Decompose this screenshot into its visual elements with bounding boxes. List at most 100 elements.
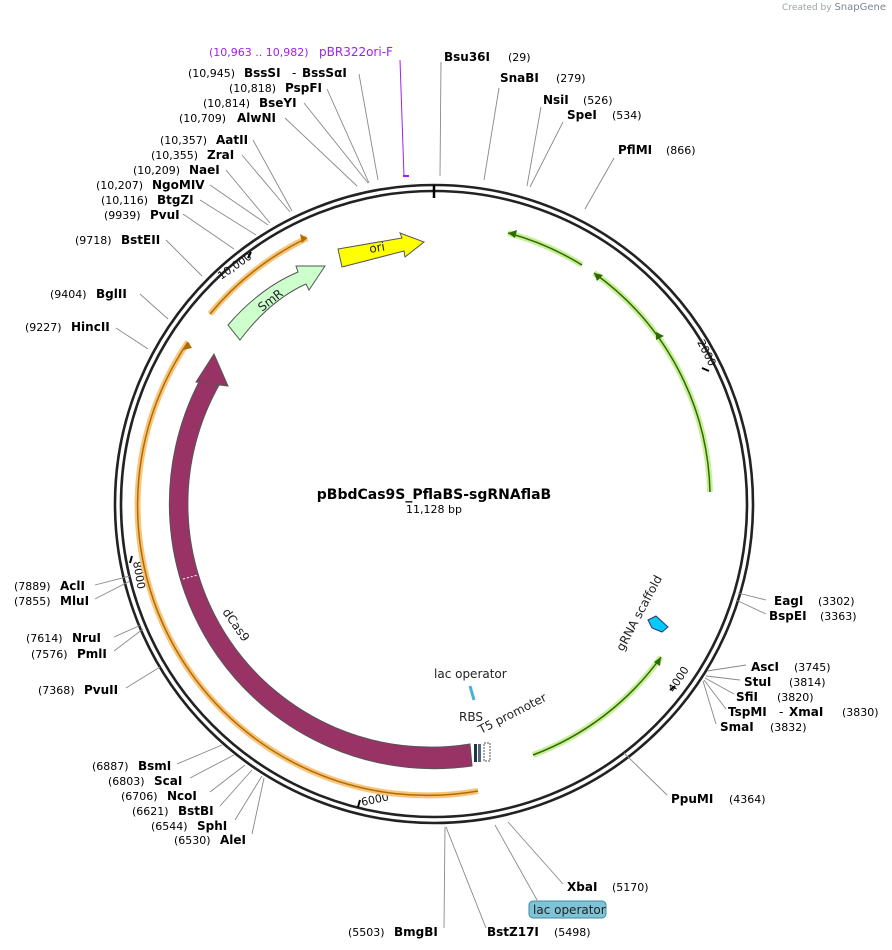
site-acli-pos: (7889)	[14, 580, 51, 593]
site-pvuii-pos: (7368)	[38, 684, 75, 697]
site-tspmi-name: TspMI	[728, 705, 767, 719]
site-bstbi-name: BstBI	[178, 804, 214, 818]
site-hincii-name: HincII	[71, 320, 110, 334]
tick-8000-mark	[129, 555, 133, 564]
lac-operator-box-label: lac operator	[533, 903, 606, 917]
dcas9-segment-break-1	[182, 574, 199, 580]
site-bsu36i-name: Bsu36I	[444, 50, 490, 64]
site-bsmi-pos: (6887)	[92, 760, 129, 773]
site-naei-name: NaeI	[189, 163, 220, 177]
site-smai-name: SmaI	[720, 720, 754, 734]
site-ncoi-pos: (6706)	[121, 790, 158, 803]
site-naei-pos: (10,209)	[133, 164, 180, 177]
green-arc-3-arrowhead	[654, 657, 661, 666]
lac-operator-box	[528, 900, 607, 919]
tick-4000-label: 4000	[666, 664, 692, 695]
tick-10000-mark	[247, 251, 252, 259]
site-bstz17i-pos: (5498)	[554, 926, 591, 939]
site-mlui-name: MluI	[60, 594, 89, 608]
site-nsii-name: NsiI	[543, 93, 569, 107]
site-ngomiv-name: NgoMIV	[152, 178, 205, 192]
green-arc-2-arrowhead	[594, 273, 603, 281]
site-btgzi-pos: (10,116)	[101, 194, 148, 207]
site-pvui-name: PvuI	[150, 208, 180, 222]
site-acli-name: AclI	[60, 579, 85, 593]
site-zrai-pos: (10,355)	[151, 149, 198, 162]
site-bsssi-name: BssSI	[244, 66, 281, 80]
site-xbai-name: XbaI	[567, 880, 597, 894]
site-bsu36i-pos: (29)	[508, 51, 531, 64]
site-bstz17i-name: BstZ17I	[487, 925, 539, 939]
credit-prefix: Created by	[782, 3, 832, 13]
green-arc-2-glow	[592, 270, 713, 493]
site-bsteii-pos: (9718)	[75, 234, 112, 247]
green-arc-2-mid-arrowhead	[656, 332, 664, 340]
site-bstbi-pos: (6621)	[132, 805, 169, 818]
snapgene-credit: Created by SnapGene	[782, 2, 886, 13]
site-sphi-pos: (6544)	[151, 820, 188, 833]
snapgene-logo: SnapGene	[834, 2, 886, 13]
site-aatii-name: AatII	[216, 133, 248, 147]
site-pvuii-name: PvuII	[84, 683, 118, 697]
rbs-block-1	[474, 744, 477, 762]
site-pspfi-name: PspFI	[285, 81, 322, 95]
site-bsssi-dash: -	[292, 66, 296, 80]
grna-scaffold-label: gRNA scaffold	[613, 573, 665, 653]
lac-operator-label: lac operator	[434, 667, 507, 681]
site-snabi-pos: (279)	[556, 72, 586, 85]
site-aatii-pos: (10,357)	[160, 134, 207, 147]
site-xmai-name: XmaI	[789, 705, 823, 719]
site-alwni-name: AlwNI	[237, 111, 276, 125]
primer-range: (10,963 .. 10,982)	[209, 46, 309, 59]
site-stui-name: StuI	[744, 675, 771, 689]
site-hincii-pos: (9227)	[25, 321, 62, 334]
site-nrui-name: NruI	[72, 631, 101, 645]
green-arc-1-arrowhead	[508, 230, 517, 238]
site-pvui-pos: (9939)	[104, 209, 141, 222]
site-ppumi-name: PpuMI	[671, 792, 713, 806]
orange-arc-large	[136, 341, 479, 797]
site-bglii-name: BglII	[96, 287, 127, 301]
site-bmgbi-pos: (5503)	[348, 926, 385, 939]
t5-promoter-block	[483, 742, 491, 762]
ori-arrow	[337, 232, 426, 268]
ori-label: ori	[368, 239, 386, 255]
site-bseyi-pos: (10,814)	[203, 97, 250, 110]
green-arc-3	[532, 656, 662, 756]
site-xmai-pos: (3830)	[842, 706, 879, 719]
site-eagi-pos: (3302)	[818, 595, 855, 608]
site-scai-name: ScaI	[154, 774, 182, 788]
site-nsii-pos: (526)	[583, 94, 613, 107]
site-bsssi-pos: (10,945)	[188, 67, 235, 80]
plasmid-size: 11,128 bp	[406, 503, 462, 516]
site-scai-pos: (6803)	[108, 775, 145, 788]
rbs-label: RBS	[459, 710, 483, 724]
site-pflmi-pos: (866)	[666, 144, 696, 157]
tick-6000-label: 6000	[360, 790, 390, 809]
site-asci-name: AscI	[751, 660, 779, 674]
site-snabi-name: SnaBI	[500, 71, 539, 85]
site-sphi-name: SphI	[197, 819, 227, 833]
site-pmli-name: PmlI	[77, 647, 107, 661]
site-alwni-pos: (10,709)	[179, 112, 226, 125]
site-mlui-pos: (7855)	[14, 595, 51, 608]
dcas9-body	[168, 379, 473, 770]
dcas9-arrowhead	[195, 352, 229, 387]
site-eagi-name: EagI	[774, 594, 803, 608]
site-pspfi-pos: (10,818)	[229, 82, 276, 95]
site-pflmi-name: PflMI	[618, 143, 652, 157]
plasmid-name: pBbdCas9S_PflaBS-sgRNAflaB	[317, 487, 551, 503]
site-bspei-name: BspEI	[769, 609, 807, 623]
site-tspmi-dash: -	[779, 705, 783, 719]
site-asci-pos: (3745)	[794, 661, 831, 674]
site-ppumi-pos: (4364)	[729, 793, 766, 806]
tick-2000-mark	[701, 367, 710, 372]
site-spei-name: SpeI	[567, 108, 597, 122]
t5-promoter-label: T5 promoter	[475, 690, 549, 737]
orange-arc-top	[209, 237, 308, 315]
primer-leader	[399, 59, 405, 177]
smr-arrow	[227, 265, 326, 341]
site-zrai-name: ZraI	[207, 148, 234, 162]
site-pmli-pos: (7576)	[31, 648, 68, 661]
